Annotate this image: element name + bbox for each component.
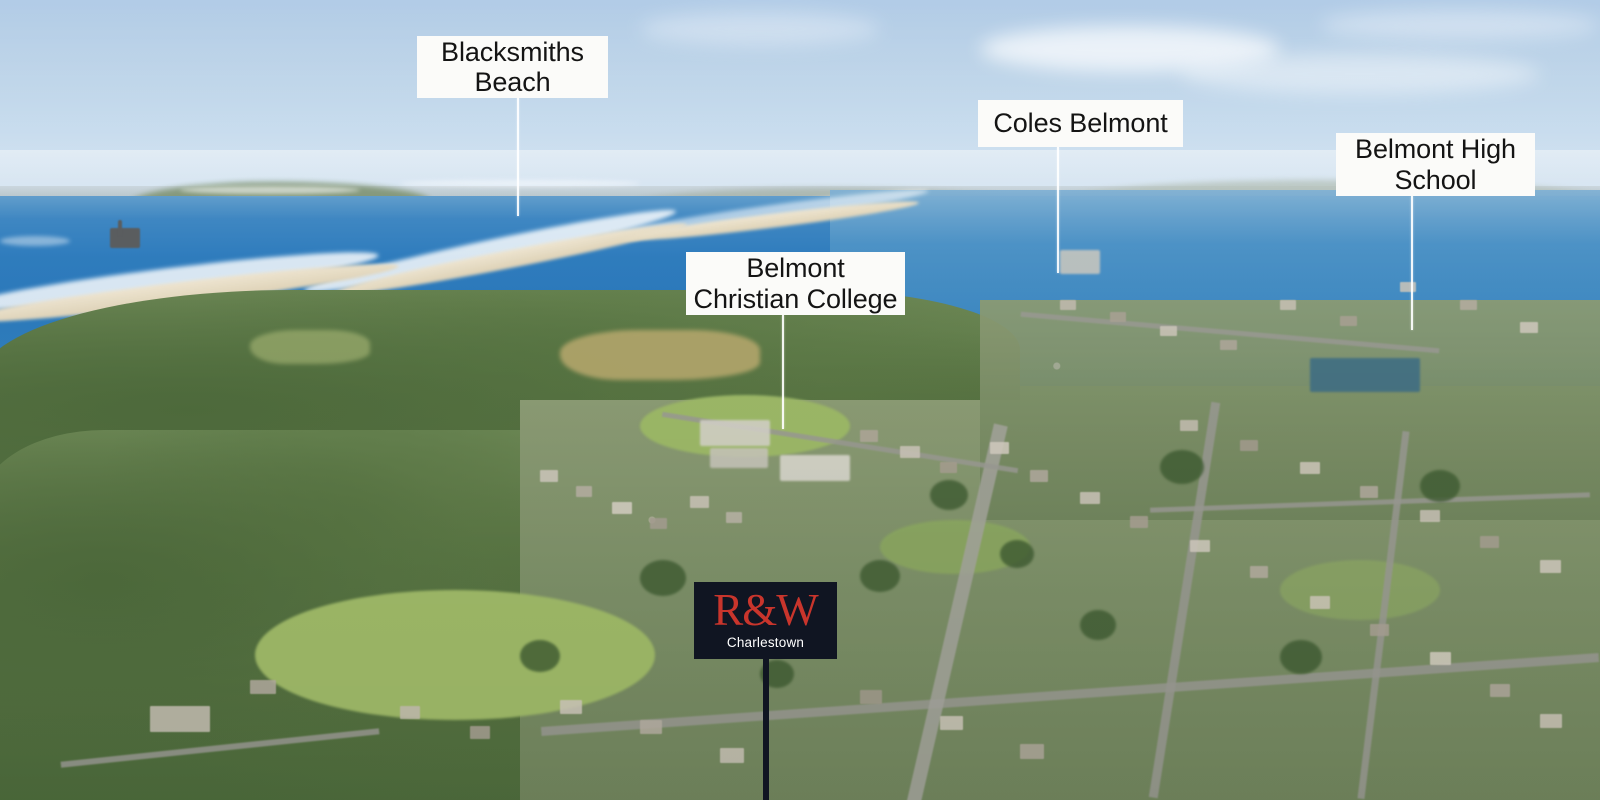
agency-sign-pointer bbox=[763, 658, 769, 800]
green-space bbox=[1280, 560, 1440, 620]
agency-logo: R&W bbox=[713, 585, 818, 635]
cloud bbox=[1320, 10, 1600, 40]
surf-line bbox=[400, 180, 640, 187]
commercial-building bbox=[1060, 250, 1100, 274]
school-building bbox=[780, 455, 850, 481]
clearing bbox=[250, 330, 370, 364]
poi-label-belmont-high-school[interactable]: Belmont High School bbox=[1336, 133, 1535, 196]
surf-line bbox=[180, 186, 360, 194]
agency-sign: R&W Charlestown bbox=[694, 582, 837, 659]
school-building bbox=[710, 448, 768, 468]
poi-leader-line-coles-belmont bbox=[1057, 147, 1059, 273]
paddock bbox=[560, 330, 760, 380]
commercial-building bbox=[1310, 358, 1420, 392]
poi-leader-line-blacksmiths-beach bbox=[517, 98, 519, 216]
sports-oval bbox=[255, 590, 655, 720]
surf-line bbox=[0, 236, 70, 246]
agency-office-name: Charlestown bbox=[726, 635, 805, 650]
cloud bbox=[1180, 54, 1540, 94]
school-building bbox=[700, 420, 770, 446]
poi-leader-line-belmont-christian-college bbox=[782, 315, 784, 429]
poi-label-belmont-christian-college[interactable]: Belmont Christian College bbox=[686, 252, 905, 315]
cloud bbox=[980, 26, 1280, 72]
ship-mast bbox=[118, 220, 122, 236]
poi-label-blacksmiths-beach[interactable]: Blacksmiths Beach bbox=[417, 36, 608, 98]
ship bbox=[110, 228, 140, 248]
poi-leader-line-belmont-high-school bbox=[1411, 196, 1413, 330]
poi-label-coles-belmont[interactable]: Coles Belmont bbox=[978, 100, 1183, 147]
cloud bbox=[640, 12, 880, 46]
